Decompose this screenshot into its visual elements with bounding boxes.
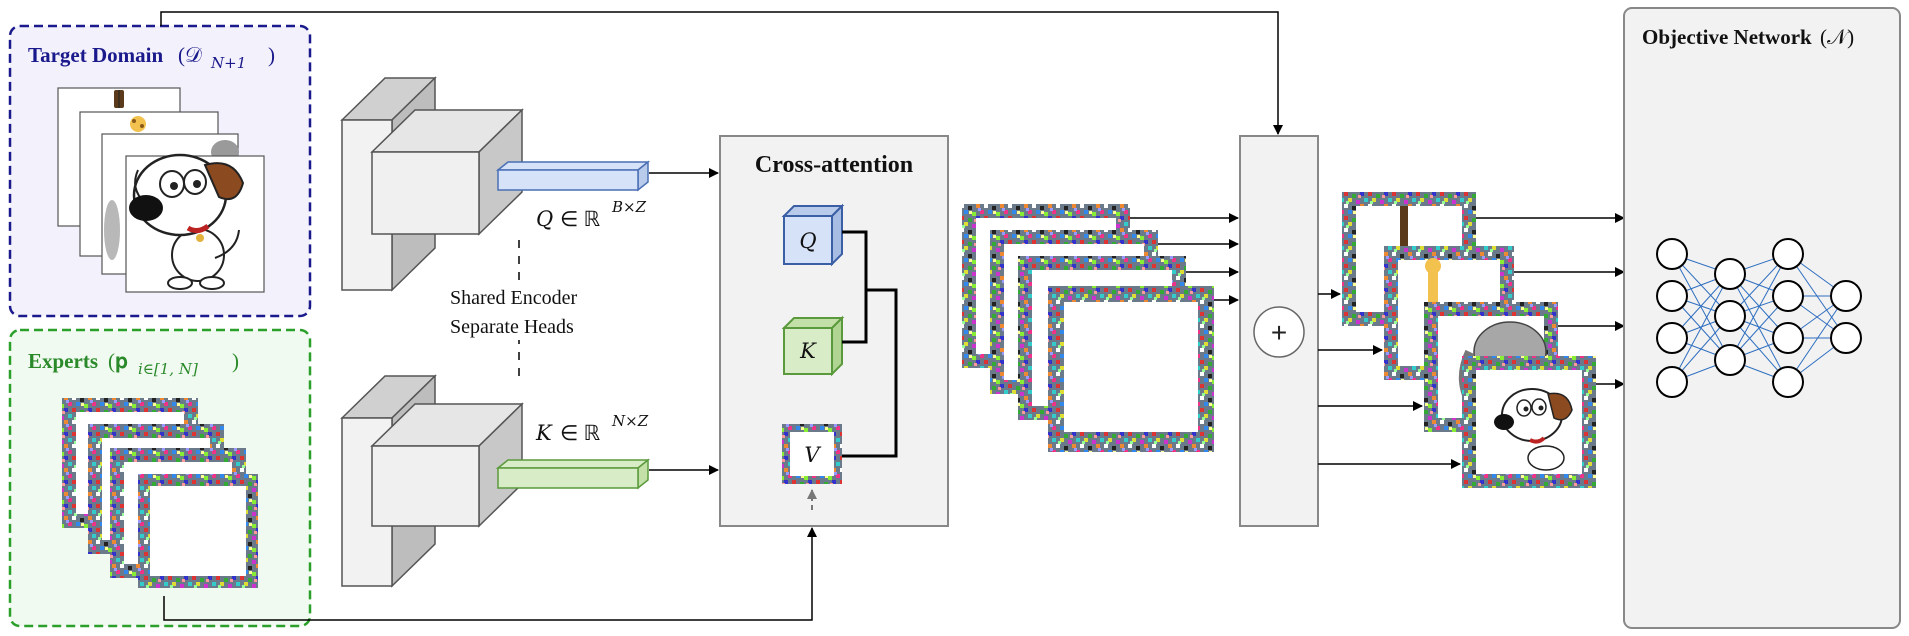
dog-image <box>129 153 245 290</box>
nn-node <box>1656 366 1688 398</box>
nn-node <box>1656 280 1688 312</box>
nn-node <box>1772 280 1804 312</box>
objective-network-symbol: (𝒩) <box>1820 25 1854 49</box>
svg-text:): ) <box>268 43 275 67</box>
key-encoder <box>340 374 651 588</box>
expert-patch-stack <box>62 398 258 588</box>
svg-text:Q: Q <box>799 229 816 253</box>
combine-panel: + <box>1239 135 1319 527</box>
nn-node <box>1714 344 1746 376</box>
cross-attention-title: Cross-attention <box>755 152 913 178</box>
attended-expert-stack <box>962 204 1214 452</box>
query-encoder <box>340 76 651 292</box>
svg-text:+: + <box>1271 317 1287 348</box>
target-domain-title: Target Domain <box>28 43 163 67</box>
target-image-stack <box>57 87 265 293</box>
nn-node <box>1656 322 1688 354</box>
objective-network-panel: Objective Network (𝒩) <box>1623 7 1901 629</box>
nn-node <box>1772 322 1804 354</box>
svg-text:): ) <box>232 349 239 373</box>
key-formula: K ∈ ℝ N×Z <box>535 412 649 445</box>
shared-encoder-label: Shared Encoder <box>450 287 578 309</box>
svg-text:N×Z: N×Z <box>611 412 649 430</box>
svg-text:K: K <box>535 421 553 445</box>
query-formula: Q ∈ ℝ B×Z <box>536 198 647 231</box>
experts-subscript: i∈[1, N] <box>138 360 198 378</box>
target-domain-panel: Target Domain (𝒟 N+1 ) <box>8 24 312 318</box>
separate-heads-label: Separate Heads <box>450 316 574 338</box>
experts-panel: Experts (𝐩 i∈[1, N] ) <box>8 328 312 628</box>
svg-text:B×Z: B×Z <box>611 198 647 216</box>
nn-node <box>1830 280 1862 312</box>
cross-attention-panel: Cross-attention Q K V <box>719 135 949 527</box>
guitar-image <box>114 90 124 108</box>
guitar-image <box>1400 206 1408 252</box>
giraffe-image <box>1425 258 1441 302</box>
nn-edge <box>1729 253 1789 361</box>
svg-text:Q: Q <box>536 207 553 231</box>
target-domain-subscript: N+1 <box>210 54 246 72</box>
nn-edge <box>1671 273 1731 383</box>
svg-text:∈ ℝ: ∈ ℝ <box>560 207 601 231</box>
experts-to-value-connection <box>163 527 817 621</box>
svg-text:V: V <box>804 443 821 467</box>
objective-network-title: Objective Network <box>1642 25 1812 49</box>
dog-image <box>1494 388 1573 471</box>
nn-node <box>1772 238 1804 270</box>
nn-edge <box>1671 253 1731 361</box>
experts-symbol: (𝐩 <box>108 349 128 373</box>
svg-text:∈ ℝ: ∈ ℝ <box>560 421 601 445</box>
q-cube: Q <box>781 203 845 267</box>
target-skip-connection <box>160 11 1283 135</box>
giraffe-image <box>130 116 146 132</box>
prompted-image-stack <box>1342 192 1596 488</box>
nn-edge <box>1787 295 1847 383</box>
nn-node <box>1830 322 1862 354</box>
neural-network-icon <box>1656 238 1862 398</box>
nn-node <box>1714 300 1746 332</box>
svg-text:K: K <box>799 339 817 363</box>
plus-icon <box>1253 306 1305 358</box>
nn-node <box>1772 366 1804 398</box>
nn-node <box>1714 258 1746 290</box>
target-domain-symbol: (𝒟 <box>178 43 202 67</box>
k-cube: K <box>781 315 845 377</box>
nn-node <box>1656 238 1688 270</box>
v-patch: V <box>782 424 842 484</box>
experts-title: Experts <box>28 349 98 373</box>
